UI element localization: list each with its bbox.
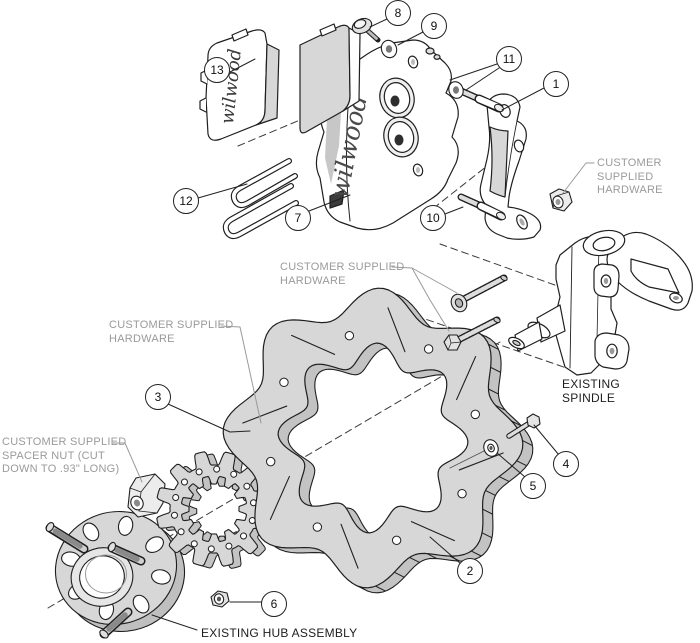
callout-leader-lines <box>151 18 560 631</box>
pad-retainer-clips <box>222 158 299 240</box>
existing-hub-assembly-drawing <box>45 510 186 639</box>
callout-13: 13 <box>204 57 230 83</box>
callout-2: 2 <box>457 558 483 584</box>
callout-5: 5 <box>520 473 546 499</box>
callout-1: 1 <box>543 71 569 97</box>
bleed-screw-hardware <box>351 17 398 59</box>
rotor-adapter-drawing <box>156 451 280 569</box>
label-existing-hub-assembly: EXISTING HUB ASSEMBLY <box>201 626 358 640</box>
callout-10: 10 <box>420 205 446 231</box>
callout-3: 3 <box>145 384 171 410</box>
callout-8: 8 <box>385 0 411 26</box>
customer-nut-drawing <box>549 188 573 212</box>
callout-12: 12 <box>173 188 199 214</box>
callout-11: 11 <box>496 46 522 72</box>
brake-pads-drawing: wilwood <box>199 23 361 141</box>
callout-7: 7 <box>285 205 311 231</box>
callout-4: 4 <box>553 451 579 477</box>
spacer-nut-drawing <box>127 473 166 518</box>
piston-bores <box>379 77 419 158</box>
caliper-mount-bolts <box>457 87 506 221</box>
rotor-bolt-washer <box>449 413 541 469</box>
callout-9: 9 <box>421 13 447 39</box>
callout-6: 6 <box>261 591 287 617</box>
wheel-studs <box>45 522 146 639</box>
note-leader-lines <box>112 162 595 483</box>
caliper-bracket-drawing <box>479 93 542 240</box>
brake-rotor-drawing <box>222 287 534 594</box>
existing-spindle-drawing <box>508 229 693 376</box>
customer-bolts-center <box>443 274 508 351</box>
stud-nut-drawing <box>210 590 230 608</box>
